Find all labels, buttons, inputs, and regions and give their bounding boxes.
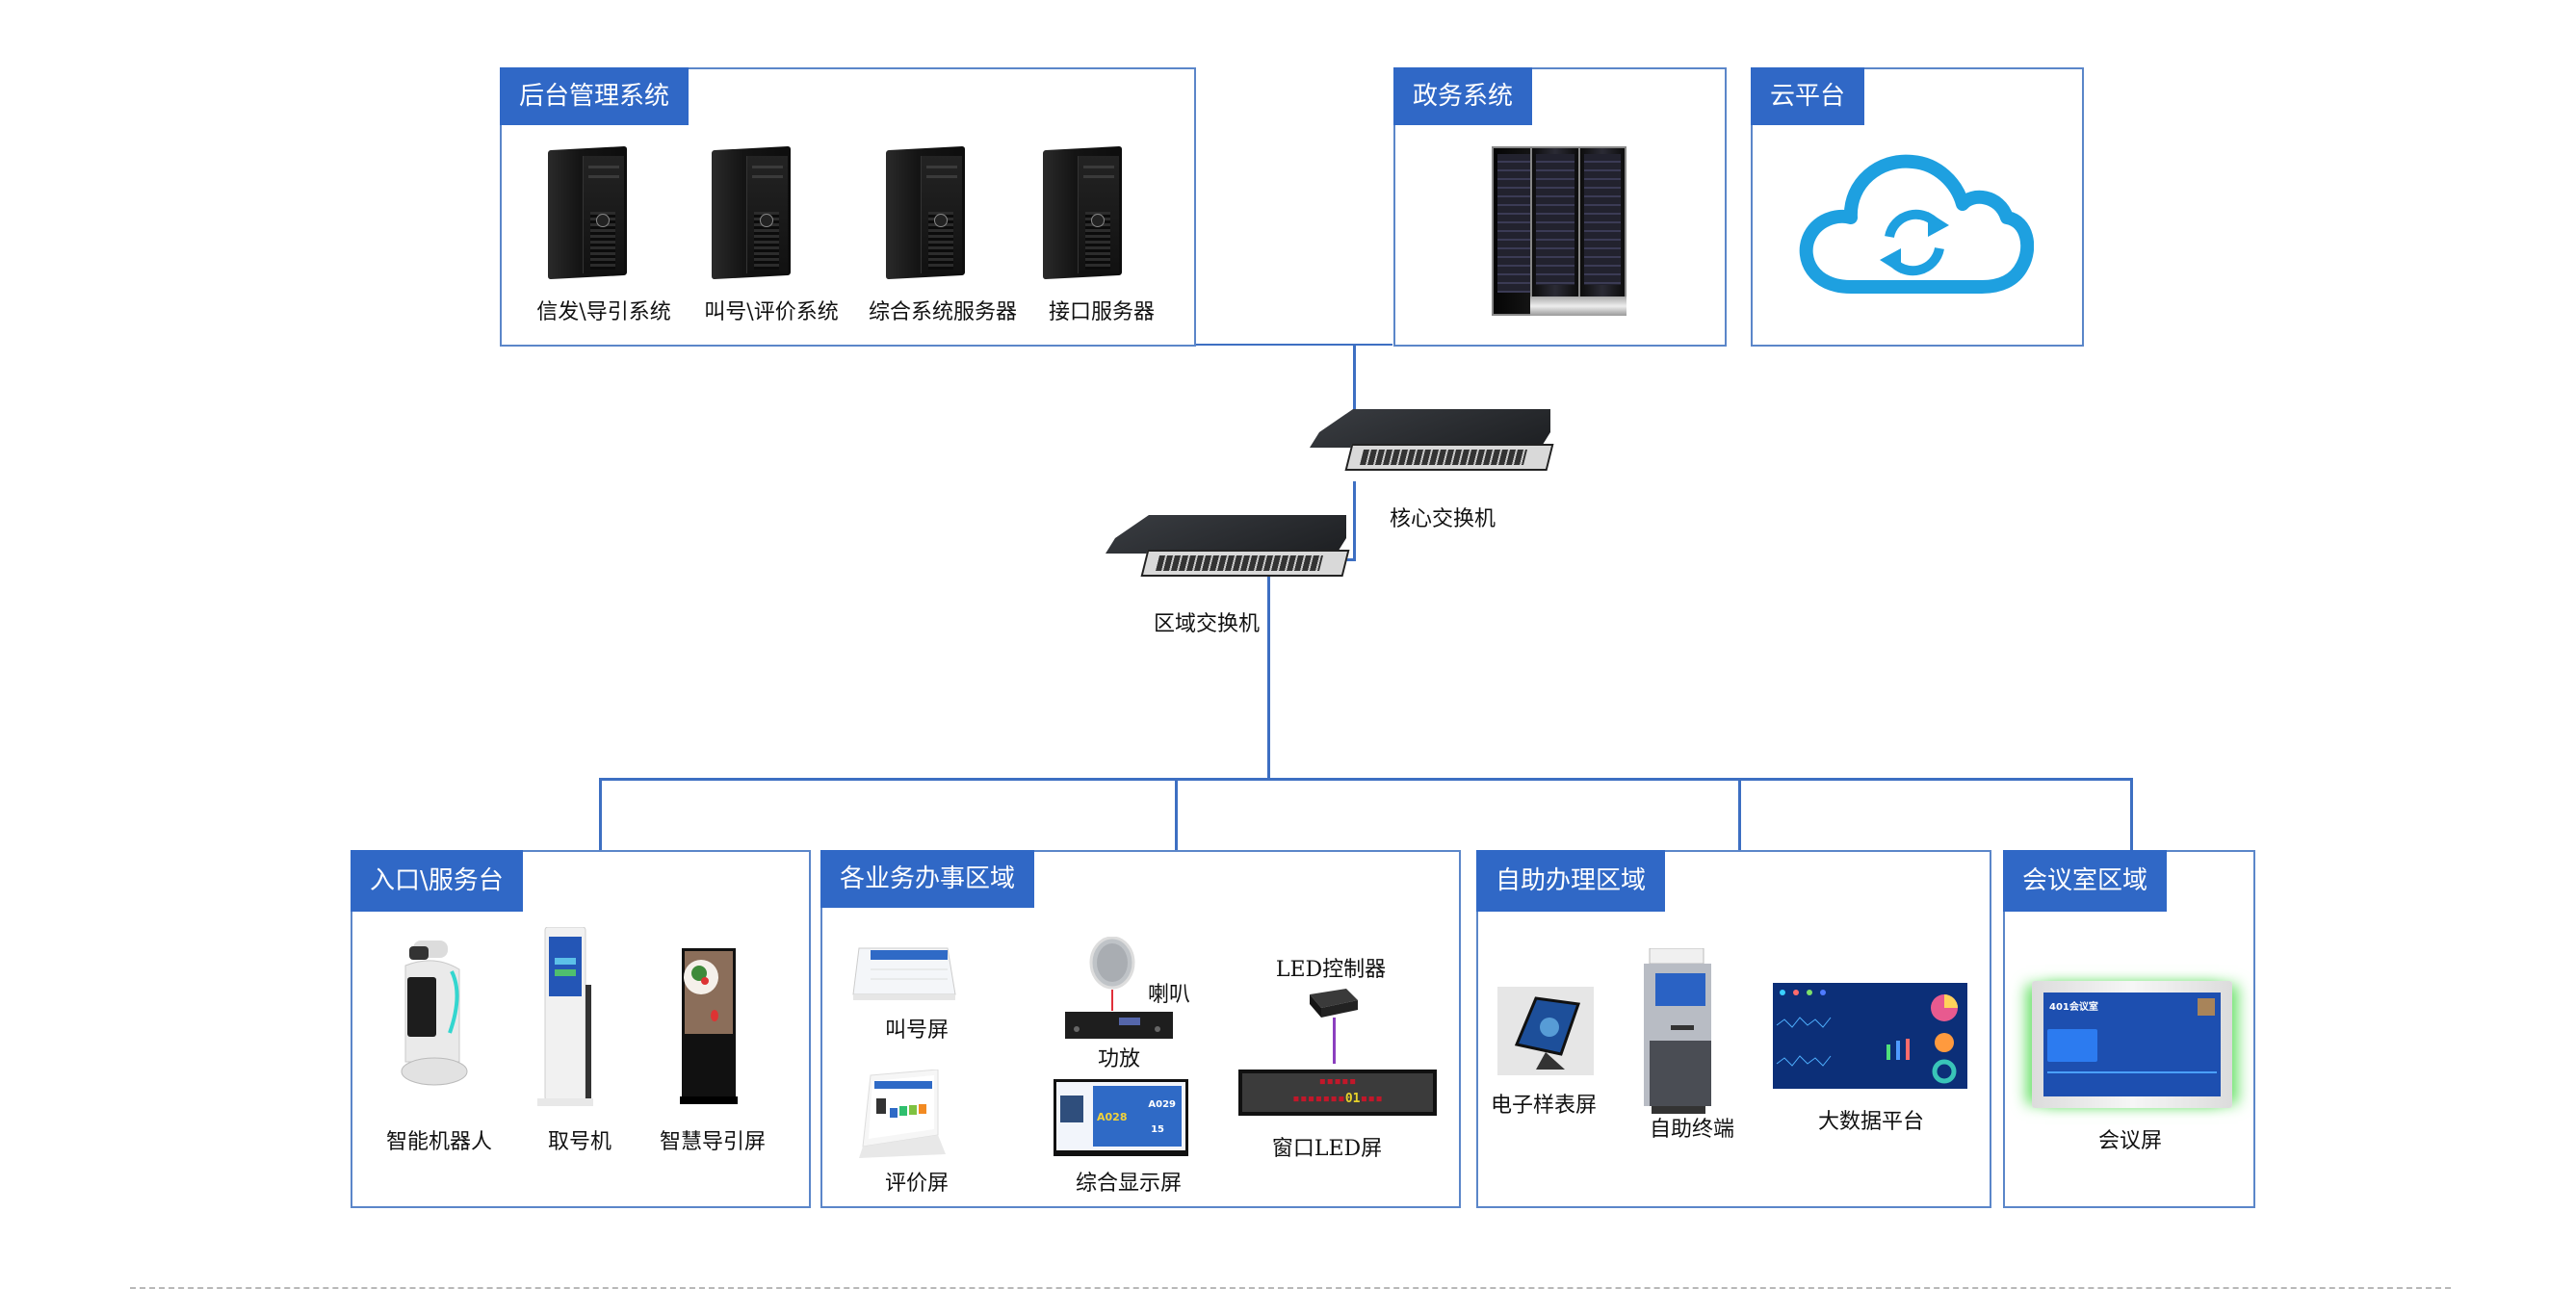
meeting-screen-icon: 401会议室 — [2032, 981, 2232, 1108]
ticket-kiosk-icon — [537, 927, 593, 1106]
evaluation-tablet-icon — [859, 1070, 946, 1158]
self-service-terminal-icon — [1644, 948, 1711, 1114]
top-bus-line — [1194, 344, 1392, 346]
device-label: 功放 — [1097, 1047, 1141, 1071]
server-label: 叫号\评价系统 — [704, 300, 839, 324]
core-switch-label: 核心交换机 — [1389, 507, 1496, 531]
speaker-connection-line — [1111, 990, 1113, 1011]
tower-server-icon — [704, 144, 796, 280]
core-uplink-line — [1353, 346, 1356, 413]
tower-server-icon — [878, 144, 971, 280]
device-label: 会议屏 — [2097, 1129, 2163, 1153]
group-business-area: 各业务办事区域 叫号屏 喇叭 功放 LED控制器 ▪▪▪▪▪ ▪▪▪▪▪▪▪01… — [820, 850, 1461, 1208]
device-label: 自助终端 — [1649, 1118, 1735, 1142]
drop-line-meeting — [2130, 778, 2133, 851]
queue-count: 15 — [1151, 1124, 1164, 1135]
cloud-sync-icon — [1799, 154, 2034, 294]
next-number: A029 — [1148, 1099, 1176, 1110]
group-title: 自助办理区域 — [1476, 850, 1666, 912]
bottom-bus-line — [599, 778, 2132, 781]
touch-monitor-icon — [1497, 987, 1594, 1075]
group-title: 各业务办事区域 — [820, 850, 1035, 908]
led-connection-line — [1333, 1018, 1336, 1064]
speaker-icon — [1089, 937, 1135, 990]
group-meeting-room-area: 会议室区域 401会议室 会议屏 — [2003, 850, 2255, 1208]
device-label: 智慧导引屏 — [659, 1130, 767, 1154]
network-switch-icon — [1310, 409, 1554, 477]
server-label: 信发\导引系统 — [536, 300, 671, 324]
area-downlink-line — [1267, 574, 1270, 779]
tower-server-icon — [540, 144, 633, 280]
display-screen-icon: A028 A029 15 — [1054, 1079, 1188, 1156]
core-to-area-line — [1353, 481, 1356, 560]
server-label: 接口服务器 — [1048, 300, 1156, 324]
device-label: LED控制器 — [1275, 958, 1387, 982]
device-label: 电子样表屏 — [1490, 1094, 1598, 1118]
group-title: 会议室区域 — [2003, 850, 2168, 912]
device-label: 智能机器人 — [385, 1130, 493, 1154]
led-sign-icon: ▪▪▪▪▪ ▪▪▪▪▪▪▪01▪▪▪ — [1238, 1070, 1437, 1116]
server-label: 综合系统服务器 — [868, 300, 1018, 324]
group-entrance-service-desk: 入口\服务台 智能机器人 取号机 智慧导引屏 — [351, 850, 811, 1208]
group-government-system: 政务系统 — [1393, 67, 1727, 347]
group-title: 入口\服务台 — [351, 850, 523, 912]
device-label: 叫号屏 — [884, 1018, 950, 1043]
network-switch-icon — [1106, 515, 1350, 582]
robot-icon — [401, 941, 468, 1086]
area-switch-label: 区域交换机 — [1153, 612, 1261, 636]
device-label: 喇叭 — [1147, 983, 1191, 1007]
group-self-service-area: 自助办理区域 电子样表屏 自助终端 大数据平台 — [1476, 850, 1991, 1208]
meeting-room-name: 401会议室 — [2049, 1002, 2098, 1013]
group-title: 政务系统 — [1393, 67, 1533, 125]
core-to-area-elbow — [1344, 558, 1356, 561]
group-cloud-platform: 云平台 — [1751, 67, 2084, 347]
led-highlight-number: 01 — [1344, 1092, 1361, 1106]
waiting-number: A028 — [1097, 1111, 1128, 1123]
call-screen-icon — [852, 947, 956, 1000]
drop-line-business — [1175, 778, 1178, 851]
device-label: 大数据平台 — [1817, 1110, 1925, 1134]
led-controller-icon — [1310, 989, 1358, 1018]
drop-line-entrance — [599, 778, 602, 851]
amplifier-icon — [1065, 1012, 1173, 1039]
dashboard-icon — [1773, 983, 1967, 1089]
device-label: 评价屏 — [884, 1172, 950, 1196]
tower-server-icon — [1035, 144, 1128, 280]
device-label: 综合显示屏 — [1075, 1172, 1183, 1196]
device-label: 窗口LED屏 — [1271, 1137, 1383, 1161]
device-label: 取号机 — [547, 1130, 612, 1154]
server-rack-icon — [1492, 146, 1636, 316]
group-title: 云平台 — [1751, 67, 1865, 125]
group-backend-management: 后台管理系统 信发\导引系统 叫号\评价系统 综合系统服务器 接口服务器 — [500, 67, 1196, 347]
drop-line-selfservice — [1738, 778, 1741, 851]
digital-signage-icon — [680, 948, 738, 1104]
group-title: 后台管理系统 — [500, 67, 690, 125]
